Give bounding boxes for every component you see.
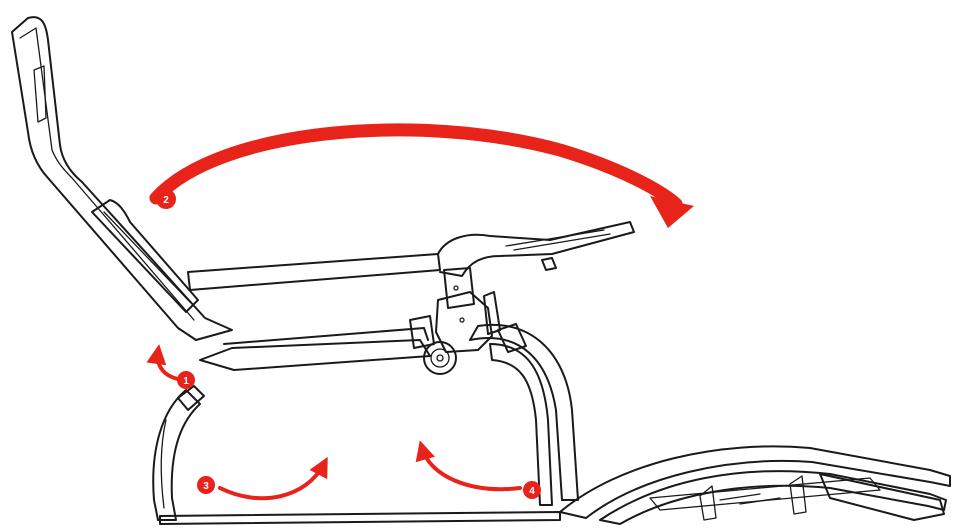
backrest bbox=[12, 17, 232, 340]
step-1-arrow: 1 bbox=[158, 352, 195, 389]
ground-bar bbox=[160, 512, 560, 524]
footrest bbox=[560, 446, 950, 524]
rear-leg bbox=[153, 386, 204, 520]
step-1-label: 1 bbox=[183, 376, 189, 387]
step-4-label: 4 bbox=[529, 486, 535, 497]
step-2-label: 2 bbox=[163, 195, 169, 206]
step-3-arrow: 3 bbox=[197, 464, 324, 498]
step-2-arrow: 2 bbox=[156, 130, 694, 228]
seat-rail bbox=[200, 328, 430, 370]
pivot-mechanism bbox=[410, 268, 526, 374]
top-rail bbox=[188, 222, 634, 290]
front-leg bbox=[470, 325, 578, 505]
step-3-label: 3 bbox=[203, 481, 209, 492]
step-4-arrow: 4 bbox=[422, 448, 541, 499]
